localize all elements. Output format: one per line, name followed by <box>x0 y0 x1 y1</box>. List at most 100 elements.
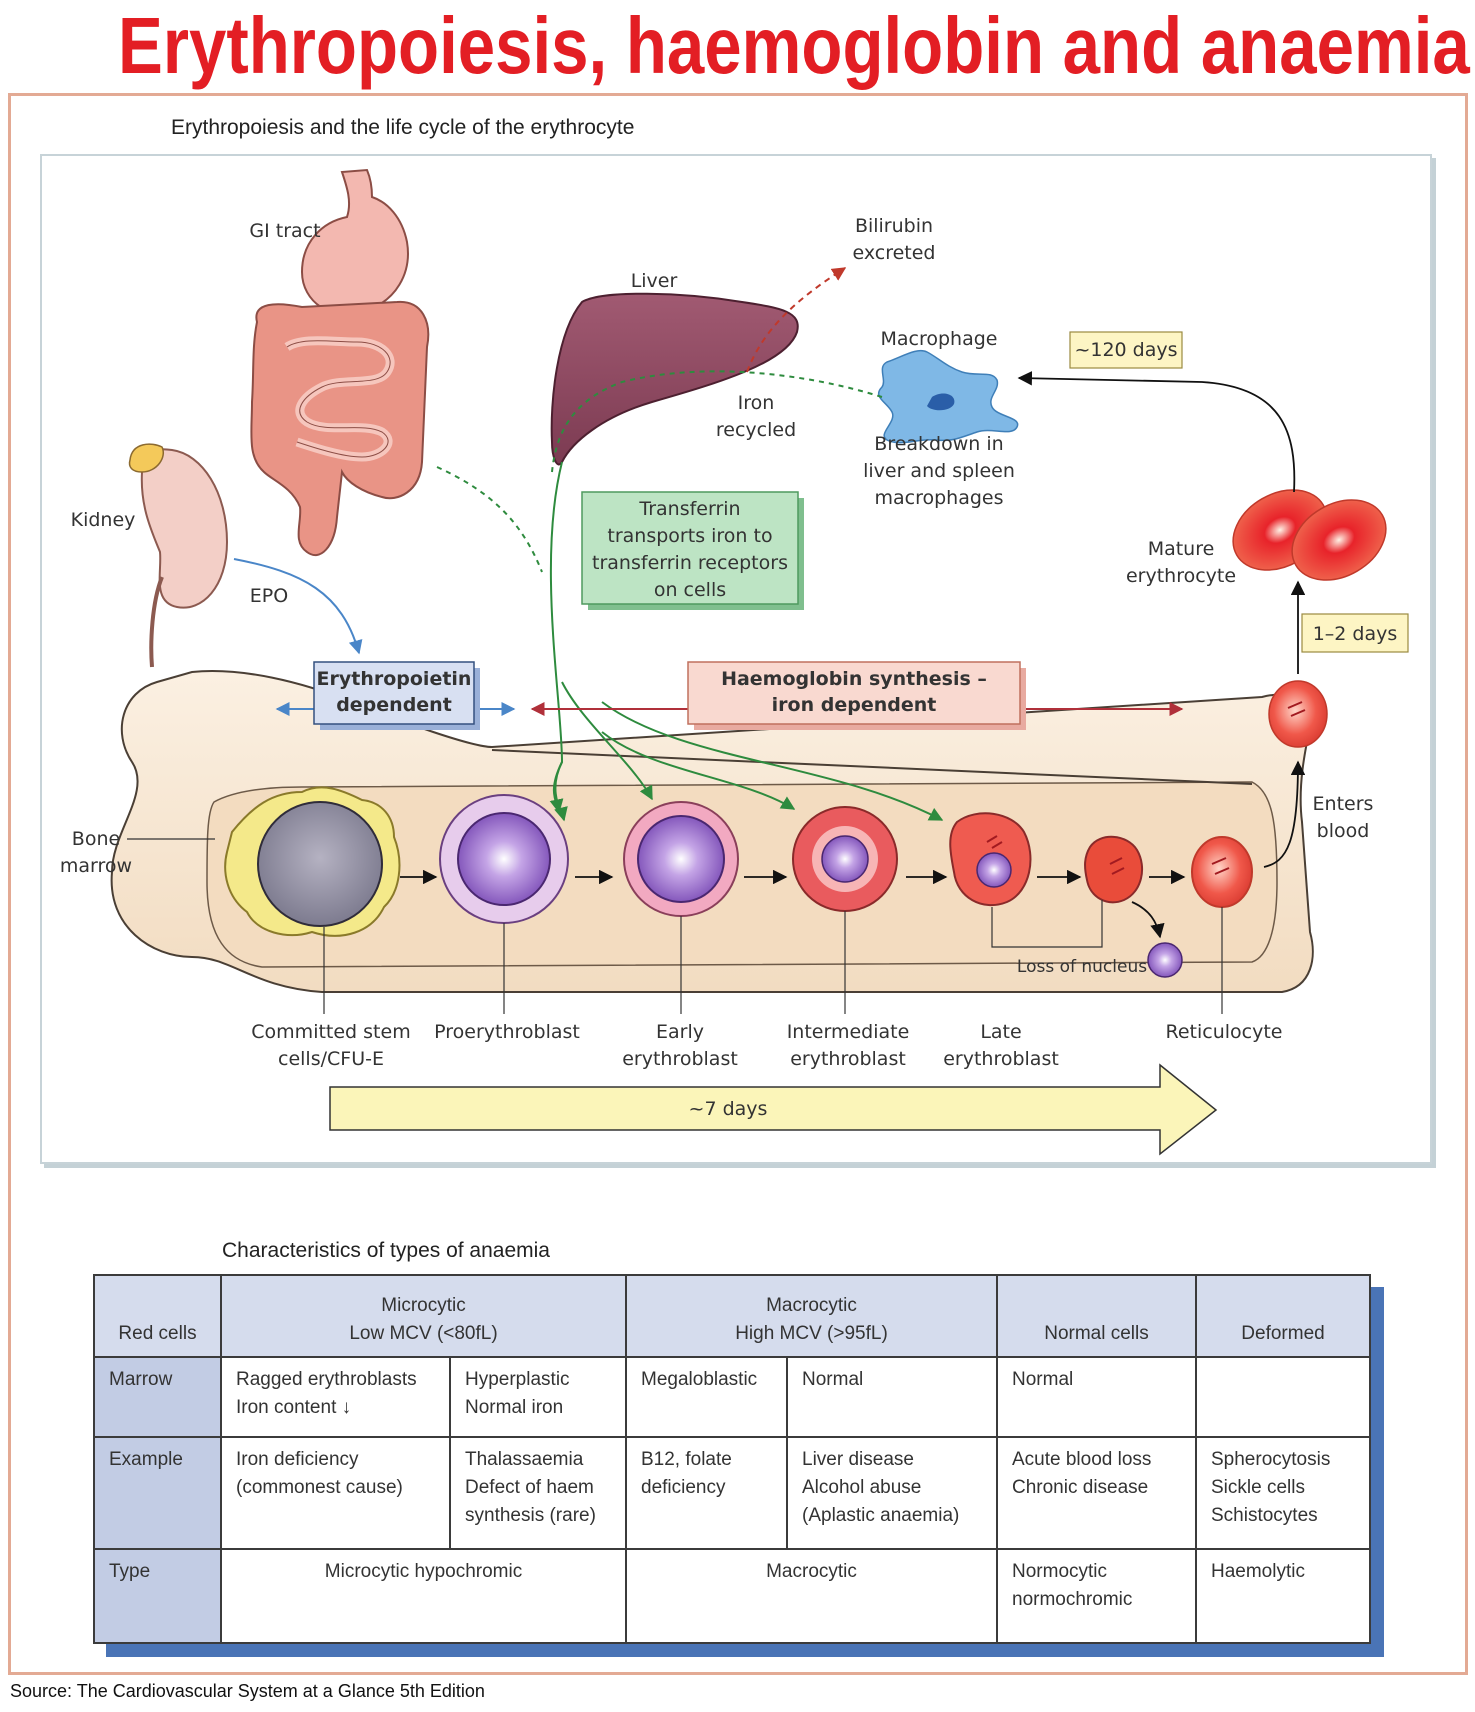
bilirubin-label-line-1: Bilirubin <box>855 215 933 237</box>
table-cell: Spherocytosis Sickle cells Schistocytes <box>1195 1436 1371 1550</box>
days-1-2-label: 1–2 days <box>1313 623 1398 645</box>
table-cell: Macrocytic <box>625 1548 998 1644</box>
table-cell: Haemolytic <box>1195 1548 1371 1644</box>
gi-iron-dashed-path <box>436 466 543 573</box>
header-macrocytic: Macrocytic High MCV (>95fL) <box>625 1274 998 1358</box>
header-deformed: Deformed <box>1195 1274 1371 1358</box>
table-section-title: Characteristics of types of anaemia <box>222 1239 550 1262</box>
intermediate-erythroblast-cell <box>792 806 898 912</box>
days-120-box <box>1069 331 1183 369</box>
table-cell: Iron deficiency (commonest cause) <box>220 1436 451 1550</box>
days-7-label: ~7 days <box>689 1098 768 1120</box>
table-cell: B12, folate deficiency <box>625 1436 788 1550</box>
hb-synthesis-line-2: iron dependent <box>772 694 937 716</box>
bilirubin-path-arrow <box>746 267 847 373</box>
table-row-marrow: Marrow Ragged erythroblasts Iron content… <box>93 1356 1371 1438</box>
stage-label-proerythroblast: Proerythroblast <box>434 1021 580 1043</box>
page-title: Erythropoiesis, haemoglobin and anaemia <box>118 1 1470 90</box>
lifespan-arrow <box>1017 371 1296 493</box>
gi-tract-label: GI tract <box>249 220 320 242</box>
iron-recycle-dashed-path <box>551 370 883 473</box>
outer-frame <box>8 93 1468 1675</box>
breakdown-line-3: macrophages <box>874 487 1003 509</box>
epo-dependent-box <box>313 661 475 725</box>
anaemia-characteristics-table: Red cells Microcytic Low MCV (<80fL) Mac… <box>93 1274 1371 1644</box>
iron-recycled-line-2: recycled <box>716 419 796 441</box>
breakdown-line-2: liver and spleen <box>863 460 1015 482</box>
stage-label-reticulocyte: Reticulocyte <box>1166 1021 1283 1043</box>
epo-label: EPO <box>250 585 288 607</box>
proerythroblast-cell <box>439 794 569 924</box>
epo-arrow <box>233 558 363 655</box>
mature-erythrocyte-cells <box>1232 489 1387 581</box>
nucleus-losing-cell <box>1084 835 1183 978</box>
bilirubin-label-line-2: excreted <box>853 242 936 264</box>
stage-label-intermediate-line-2: erythroblast <box>790 1048 906 1070</box>
epo-dependent-line-1: Erythropoietin <box>317 668 472 690</box>
days-1-2-box <box>1301 613 1409 653</box>
duration-7-days-arrow <box>329 1063 1218 1156</box>
leader-lines <box>127 838 1223 1014</box>
transferrin-line-2: transports iron to <box>607 525 772 547</box>
source-note: Source: The Cardiovascular System at a G… <box>10 1681 485 1701</box>
table-cell: Normocytic normochromic <box>996 1548 1197 1644</box>
late-erythroblast-cell <box>949 812 1032 907</box>
macrophage-nucleus <box>927 393 955 411</box>
table-cell: Normal <box>996 1356 1197 1438</box>
table-row-example: Example Iron deficiency (commonest cause… <box>93 1436 1371 1550</box>
table-cell: Acute blood loss Chronic disease <box>996 1436 1197 1550</box>
header-red-cells: Red cells <box>93 1274 222 1358</box>
table-cell: Hyperplastic Normal iron <box>449 1356 627 1438</box>
committed-stem-cell <box>224 786 401 937</box>
table-row-type: Type Microcytic hypochromic Macrocytic N… <box>93 1548 1371 1644</box>
macrophage-label: Macrophage <box>881 328 998 350</box>
header-normal-cells: Normal cells <box>996 1274 1197 1358</box>
table-cell: Ragged erythroblasts Iron content ↓ <box>220 1356 451 1438</box>
hb-synthesis-line-1: Haemoglobin synthesis – <box>721 668 987 690</box>
epo-dependent-line-2: dependent <box>336 694 452 716</box>
iron-recycled-line-1: Iron <box>738 392 775 414</box>
stage-label-late-line-2: erythroblast <box>943 1048 1059 1070</box>
kidney-illustration <box>128 443 229 668</box>
early-erythroblast-cell <box>623 801 739 917</box>
table-cell: Microcytic hypochromic <box>220 1548 627 1644</box>
row-label-type: Type <box>93 1548 222 1644</box>
enters-blood-arrow <box>1263 760 1306 868</box>
liver-label: Liver <box>631 270 678 292</box>
bone-marrow-label-line-1: Bone <box>72 828 120 850</box>
gi-tract-illustration <box>250 168 430 557</box>
stage-label-late-line-1: Late <box>980 1021 1021 1043</box>
table-cell: Thalassaemia Defect of haem synthesis (r… <box>449 1436 627 1550</box>
stage-label-early-line-1: Early <box>656 1021 704 1043</box>
diagram-section-title: Erythropoiesis and the life cycle of the… <box>171 116 635 139</box>
liver-illustration <box>550 292 799 466</box>
erythropoiesis-diagram: Erythropoietin dependent Haemoglobin syn… <box>60 168 1409 1156</box>
table-cell <box>1195 1356 1371 1438</box>
transferrin-line-4: on cells <box>654 579 726 601</box>
mature-erythrocyte-line-2: erythrocyte <box>1126 565 1236 587</box>
transferrin-box <box>581 491 799 605</box>
table-cell: Liver disease Alcohol abuse (Aplastic an… <box>786 1436 998 1550</box>
iron-delivery-arrows <box>549 461 944 822</box>
breakdown-line-1: Breakdown in <box>874 433 1003 455</box>
table-cell: Normal <box>786 1356 998 1438</box>
hb-synthesis-box <box>687 661 1021 725</box>
table-cell: Megaloblastic <box>625 1356 788 1438</box>
mature-erythrocyte-line-1: Mature <box>1148 538 1215 560</box>
header-microcytic: Microcytic Low MCV (<80fL) <box>220 1274 627 1358</box>
table-header-row: Red cells Microcytic Low MCV (<80fL) Mac… <box>93 1274 1371 1358</box>
diagram-panel: Erythropoietin dependent Haemoglobin syn… <box>40 154 1432 1164</box>
enters-blood-line-1: Enters <box>1313 793 1374 815</box>
transferrin-line-1: Transferrin <box>638 498 740 520</box>
enters-blood-line-2: blood <box>1317 820 1370 842</box>
loss-of-nucleus-label: Loss of nucleus <box>1017 957 1147 977</box>
stage-label-committed-line-2: cells/CFU-E <box>278 1048 384 1070</box>
bone-marrow-label-line-2: marrow <box>60 855 132 877</box>
row-label-example: Example <box>93 1436 222 1550</box>
transferrin-line-3: transferrin receptors <box>592 552 788 574</box>
days-120-label: ~120 days <box>1074 339 1177 361</box>
reticulocyte-cell <box>1191 836 1253 908</box>
row-label-marrow: Marrow <box>93 1356 222 1438</box>
kidney-label: Kidney <box>71 509 136 531</box>
stage-label-early-line-2: erythroblast <box>622 1048 738 1070</box>
